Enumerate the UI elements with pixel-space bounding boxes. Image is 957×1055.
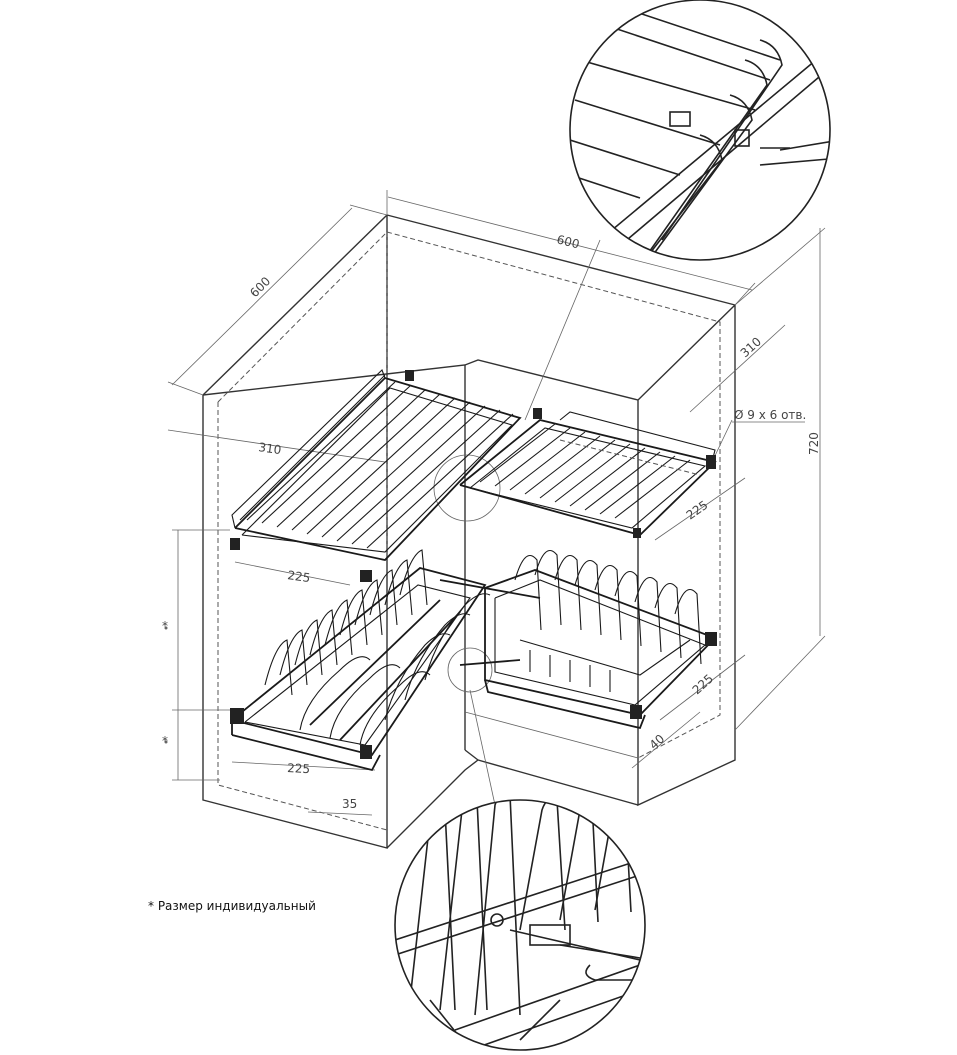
dimension-lines — [164, 190, 826, 816]
upper-shelf-right — [459, 411, 717, 538]
lower-shelf-left — [230, 549, 491, 772]
dim-lower-left-width: 225 — [287, 761, 311, 776]
detail-view-top — [569, 0, 831, 261]
asterisk-mark-lower: * — [162, 734, 168, 748]
dim-cabinet-height: 720 — [807, 432, 821, 455]
dim-bottom-offset-right: 40 — [647, 732, 668, 753]
dim-mounting-holes: Ø 9 х 6 отв. — [734, 408, 806, 422]
dim-lower-right-width: 225 — [690, 671, 716, 697]
dim-bottom-offset-left: 35 — [342, 797, 357, 811]
dim-cabinet-depth: 600 — [247, 274, 273, 300]
dim-upper-right-width: 225 — [684, 498, 711, 523]
dimension-labels: 600 600 720 310 310 225 225 225 225 35 4… — [247, 232, 821, 811]
dim-cabinet-width: 600 — [555, 232, 581, 251]
dim-upper-left-depth: 310 — [258, 440, 283, 457]
lower-shelf-right — [439, 550, 717, 730]
dim-upper-right-depth: 310 — [738, 334, 764, 360]
asterisk-mark-upper: * — [162, 619, 168, 633]
size-note: * Размер индивидуальный — [148, 899, 316, 913]
detail-view-bottom — [394, 799, 646, 1051]
dim-upper-left-width: 225 — [287, 568, 312, 585]
cabinet-outline — [202, 214, 736, 849]
upper-shelf-left — [230, 369, 542, 561]
